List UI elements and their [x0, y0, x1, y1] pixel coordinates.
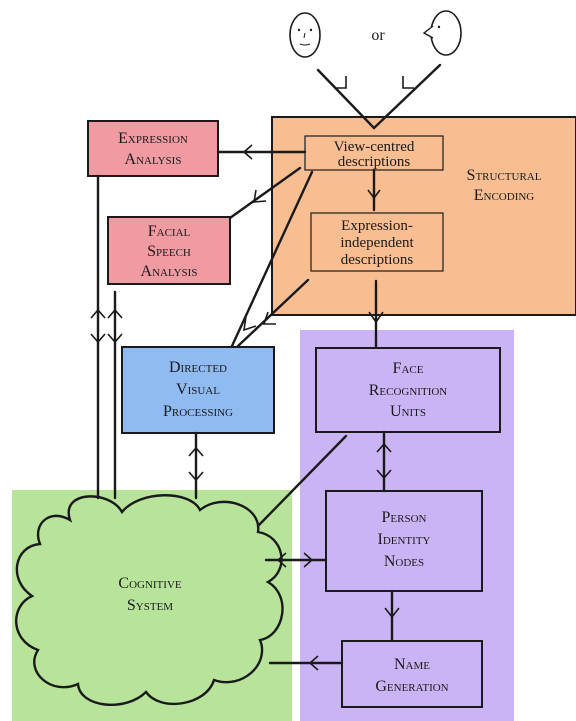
pin-line2: Identity: [378, 531, 431, 548]
structural-encoding-line1: Structural: [467, 167, 542, 184]
view-centred-box: View-centred descriptions: [304, 135, 444, 171]
name-cognitive-arrow: [308, 655, 319, 671]
speech-cognitive-arrows: [107, 308, 123, 344]
facial-speech-line3: Analysis: [141, 263, 198, 280]
profile-face-icon: [422, 10, 462, 56]
structural-encoding-line2: Encoding: [474, 187, 535, 204]
view-to-speech-arrow: [253, 189, 267, 203]
expression-analysis-line1: Expression: [118, 130, 188, 147]
faces-to-view-edge: [316, 63, 442, 130]
facial-speech-line2: Speech: [147, 243, 191, 260]
view-centred-line2: descriptions: [338, 154, 411, 170]
view-to-speech-edge: [228, 166, 302, 220]
expression-analysis-box: Expression Analysis: [87, 120, 219, 177]
cognitive-system-cloud: [15, 494, 284, 706]
se-to-directed-edges: [230, 170, 314, 348]
expression-independent-box: Expression- independent descriptions: [310, 212, 444, 272]
directed-visual-line3: Processing: [163, 403, 233, 420]
directed-visual-line1: Directed: [169, 359, 227, 376]
pin-to-name-arrow: [384, 607, 400, 619]
view-to-independent-arrow: [367, 189, 381, 200]
expr-independent-line2: independent: [340, 235, 414, 251]
expression-cognitive-arrows: [90, 308, 106, 344]
fru-line3: Units: [390, 403, 426, 420]
pin-line3: Nodes: [384, 553, 424, 570]
front-face-icon: [289, 12, 321, 58]
fru-pin-arrows: [376, 442, 392, 480]
name-gen-line1: Name: [394, 656, 430, 673]
or-label: or: [371, 27, 385, 44]
se-to-fru-arrow: [368, 311, 384, 324]
cognitive-line1: Cognitive: [118, 575, 181, 592]
face-recognition-units-box: Face Recognition Units: [315, 347, 501, 433]
fru-line1: Face: [393, 360, 424, 377]
view-to-expression-arrow: [242, 144, 253, 160]
expression-analysis-line2: Analysis: [125, 151, 182, 168]
expr-independent-line3: descriptions: [341, 252, 414, 268]
directed-visual-processing-box: Directed Visual Processing: [121, 346, 275, 434]
name-gen-line2: Generation: [375, 678, 448, 695]
facial-speech-line1: Facial: [148, 223, 191, 240]
view-centred-line1: View-centred: [334, 139, 415, 155]
cognitive-line2: System: [127, 597, 173, 614]
facial-speech-analysis-box: Facial Speech Analysis: [107, 216, 231, 285]
person-identity-nodes-box: Person Identity Nodes: [325, 490, 483, 592]
fru-line2: Recognition: [369, 382, 448, 399]
fru-cognitive-edge: [256, 434, 348, 528]
pin-cognitive-arrows: [276, 552, 314, 568]
expr-independent-line1: Expression-: [341, 218, 413, 234]
name-generation-box: Name Generation: [341, 640, 483, 708]
pin-line1: Person: [382, 509, 427, 526]
directed-cognitive-arrows: [188, 446, 204, 482]
directed-visual-line2: Visual: [176, 381, 220, 398]
